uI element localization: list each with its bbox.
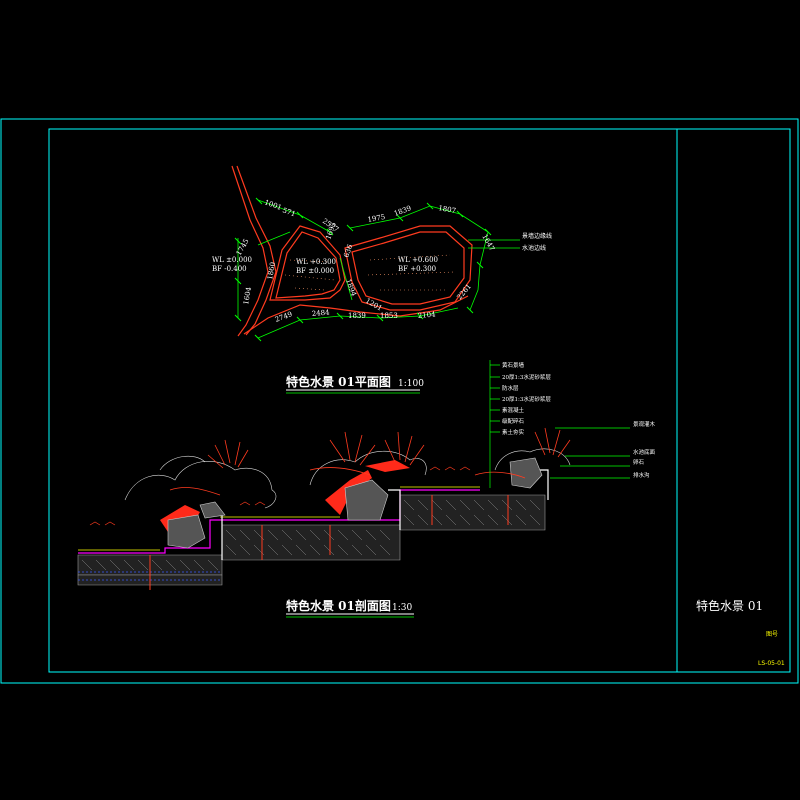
dim-label: 1807	[438, 204, 457, 215]
level-left-bf: BF -0.400	[212, 265, 247, 273]
section-structure	[77, 494, 546, 586]
section-note: 20厚1:3水泥砂浆层	[502, 395, 551, 403]
section-title: 特色水景 01剖面图	[286, 598, 391, 613]
plan-outline	[231, 165, 473, 337]
section-note: 素混凝土	[502, 406, 525, 414]
section-note: 级配碎石	[502, 417, 525, 425]
section-hatch	[81, 499, 541, 571]
level-mid-wl: WL +0.300	[296, 258, 336, 266]
section-note: 20厚1:3水泥砂浆层	[502, 373, 551, 381]
plan-dim-ticks	[234, 197, 492, 342]
section-note: 防水层	[502, 384, 519, 392]
dim-label: 2104	[417, 310, 436, 320]
dim-label: 1839	[393, 204, 412, 218]
plan-note: 景墙边缘线	[522, 232, 552, 240]
plan-view: 1001 571 2577 1695 1975 1839 1807 1647 1…	[212, 165, 552, 394]
section-scale: 1:30	[392, 603, 412, 613]
level-right-bf: BF +0.300	[398, 265, 436, 273]
section-view: 黄石景墙 20厚1:3水泥砂浆层 防水层 20厚1:3水泥砂浆层 素混凝土 级配…	[77, 360, 656, 618]
section-notes-right: 景观灌木 水池底面 卵石 排水沟	[633, 420, 656, 479]
dim-label: 1894	[344, 278, 358, 298]
section-note-right: 排水沟	[633, 471, 650, 479]
plan-levels: WL ±0.000 BF -0.400 WL +0.300 BF ±0.000 …	[212, 256, 438, 275]
titleblock-label: 图号	[766, 631, 778, 638]
titleblock-name: 特色水景 01	[696, 598, 763, 613]
section-note: 黄石景墙	[502, 361, 525, 369]
section-note: 素土夯实	[502, 428, 525, 436]
titleblock-code: LS-05-01	[758, 660, 785, 667]
section-water-marks	[89, 466, 471, 526]
section-note-right: 景观灌木	[633, 420, 656, 428]
section-shrubs	[124, 448, 571, 509]
section-plant-red	[169, 427, 571, 496]
inner-frame	[48, 128, 791, 673]
section-water-surface	[78, 486, 480, 551]
section-notes-top: 黄石景墙 20厚1:3水泥砂浆层 防水层 20厚1:3水泥砂浆层 素混凝土 级配…	[502, 361, 551, 436]
level-right-wl: WL +0.600	[398, 256, 438, 264]
section-pipes	[149, 495, 509, 590]
dim-label: 1860	[266, 261, 277, 280]
plan-notes: 景墙边缘线 水池边线	[522, 232, 552, 252]
dim-label: 1839	[348, 312, 366, 320]
plan-note: 水池边线	[522, 244, 546, 252]
section-note-right: 水池底面	[633, 448, 656, 456]
section-note-right: 卵石	[633, 458, 645, 466]
dim-label: 571	[281, 206, 296, 218]
dim-label: 2749	[274, 310, 293, 324]
dim-label: 1604	[242, 286, 253, 305]
plan-scale: 1:100	[398, 379, 424, 389]
dim-label: 1975	[367, 213, 386, 224]
plan-stone-pattern	[284, 254, 456, 291]
section-boulders	[167, 457, 543, 549]
section-leaders	[489, 360, 630, 488]
plan-title: 特色水景 01平面图	[286, 374, 391, 389]
dim-label: 1647	[480, 233, 496, 252]
dim-label: 1201	[364, 297, 383, 313]
title-block: 特色水景 01 图号 LS-05-01	[696, 598, 785, 667]
dim-label: 2484	[311, 308, 330, 318]
dim-label: 1001	[263, 198, 282, 212]
dim-label: 1853	[380, 312, 398, 320]
level-left-wl: WL ±0.000	[212, 256, 252, 264]
level-mid-bf: BF ±0.000	[296, 267, 334, 275]
outer-frame	[0, 118, 799, 684]
